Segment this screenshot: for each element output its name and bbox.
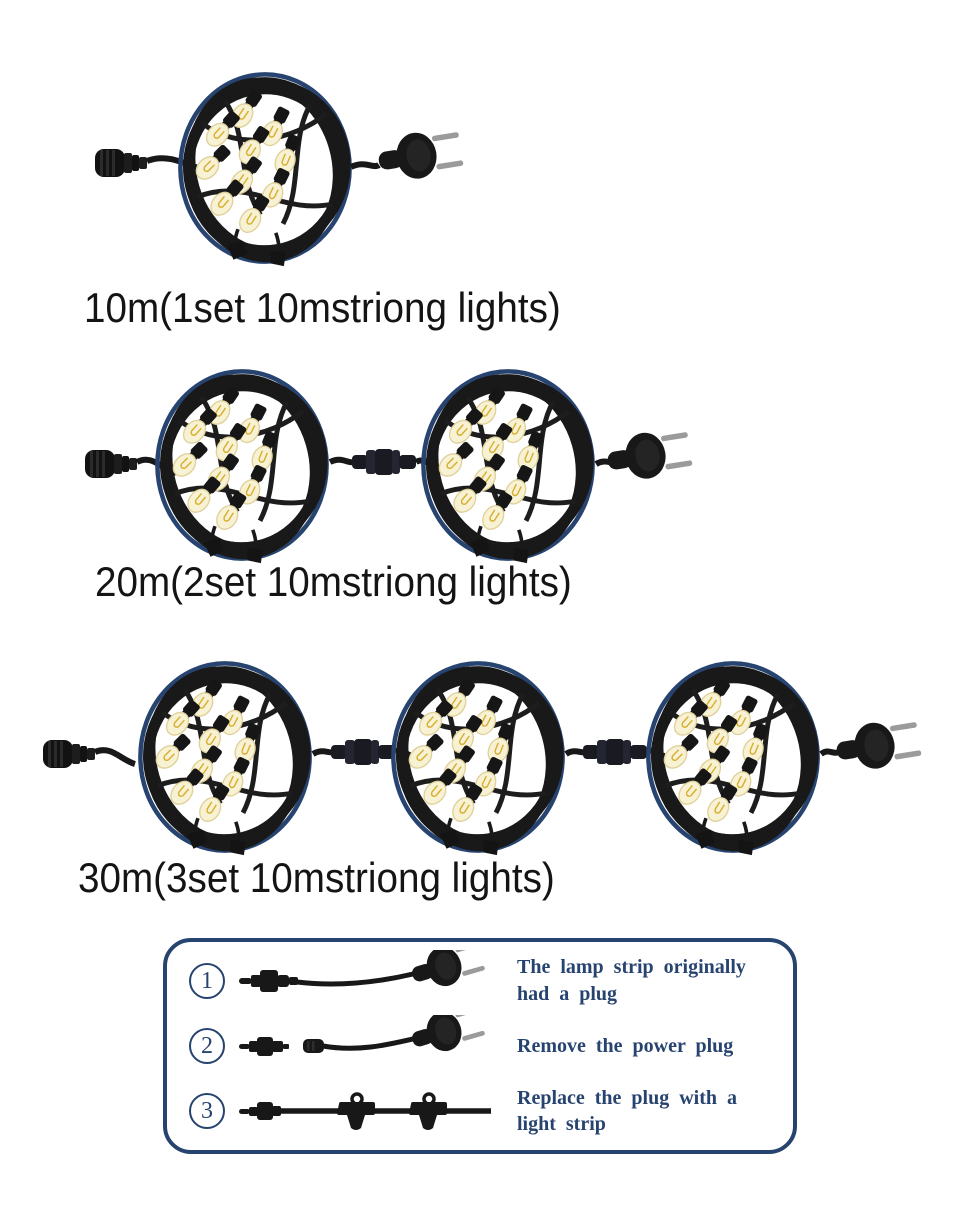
light-string-coil-icon xyxy=(169,65,362,269)
removed-power-plug-icon xyxy=(239,1014,487,1060)
product-label-10m: 10m(1set 10mstriong lights) xyxy=(84,284,561,331)
light-string-coil-icon xyxy=(412,362,605,566)
cable xyxy=(328,456,355,466)
string-light-photo-20m xyxy=(85,352,694,587)
instruction-box: 1 The lamp strip originally had a plug 2 xyxy=(163,938,797,1154)
light-string-coil-icon xyxy=(129,654,322,858)
lamp-strip-with-plug-icon xyxy=(239,949,487,995)
instruction-step-2: 2 Remove the power plug xyxy=(189,1014,779,1077)
light-string-coil-icon xyxy=(637,654,830,858)
lamp-socket-icon xyxy=(409,1092,447,1131)
end-connector-icon xyxy=(43,740,95,768)
step-2-number-badge: 2 xyxy=(189,1027,225,1064)
light-string-coil-icon xyxy=(382,654,575,858)
light-string-coil-icon xyxy=(146,362,339,566)
product-label-30m: 30m(3set 10mstriong lights) xyxy=(78,854,555,901)
product-row-20m xyxy=(40,352,700,587)
product-row-10m xyxy=(55,48,465,293)
step-2-text: Remove the power plug xyxy=(517,1034,734,1057)
light-strip-icon xyxy=(239,1092,491,1131)
cable xyxy=(349,161,381,170)
inline-connector-icon xyxy=(352,449,416,475)
power-plug-icon xyxy=(604,425,694,485)
instruction-step-1: 1 The lamp strip originally had a plug xyxy=(189,949,779,1012)
string-light-photo-30m xyxy=(43,642,923,877)
step-1-number-badge: 1 xyxy=(189,962,225,999)
product-row-30m xyxy=(15,642,945,877)
power-plug-icon xyxy=(833,715,923,775)
cable xyxy=(819,748,841,757)
instruction-step-3: 3 Replace the plug with a light strip xyxy=(189,1080,779,1142)
inline-connector-icon xyxy=(583,739,647,765)
end-connector-icon xyxy=(95,149,147,177)
string-light-photo-10m xyxy=(95,48,465,293)
end-connector-icon xyxy=(85,450,137,478)
step-3-text: Replace the plug with a light strip xyxy=(517,1086,737,1136)
inline-connector-icon xyxy=(331,739,395,765)
power-plug-icon xyxy=(375,125,465,185)
product-label-20m: 20m(2set 10mstriong lights) xyxy=(95,558,572,605)
step-3-number-badge: 3 xyxy=(189,1093,225,1130)
cable xyxy=(93,747,137,767)
step-1-text: The lamp strip originally had a plug xyxy=(517,956,746,1005)
lamp-socket-icon xyxy=(337,1092,375,1131)
